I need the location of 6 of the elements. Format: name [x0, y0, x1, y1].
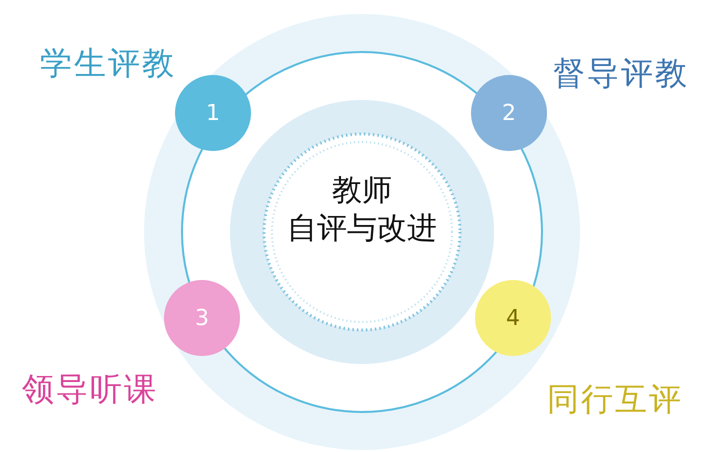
- center-title: 教师: [331, 172, 393, 210]
- category-label: 督导评教: [553, 53, 689, 94]
- category-label: 学生评教: [40, 43, 176, 84]
- category-label: 领导听课: [22, 369, 158, 410]
- center-title: 自评与改进: [286, 210, 438, 248]
- category-label: 同行互评: [547, 379, 683, 420]
